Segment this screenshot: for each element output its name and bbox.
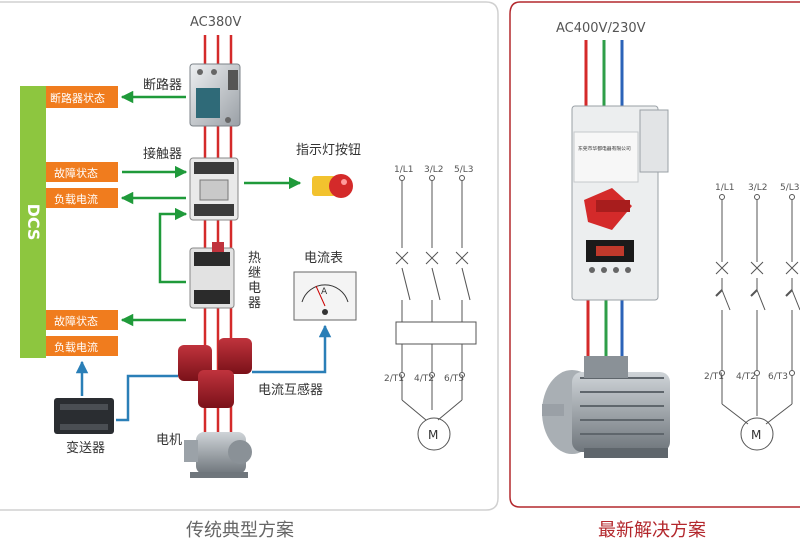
svg-text:负载电流: 负载电流 [54, 340, 98, 354]
contactor-label: 接触器 [143, 146, 182, 162]
right-caption: 最新解决方案 [598, 520, 706, 541]
blue-arrows [75, 324, 332, 422]
svg-text:故障状态: 故障状态 [54, 166, 98, 180]
thermal-relay-label-1: 热 [248, 251, 261, 266]
status-box-fault-1: 故障状态 [46, 162, 118, 182]
left-schem-bot-3: 6/T3 [444, 374, 464, 384]
cps-device [571, 105, 669, 301]
thermal-relay-label-4: 器 [248, 296, 261, 311]
left-schem-top-3: 5/L3 [454, 165, 474, 175]
status-box-breaker: 断路器状态 [46, 86, 118, 108]
status-box-load-1: 负载电流 [46, 188, 118, 208]
left-supply-label: AC380V [190, 15, 242, 30]
current-transformer-device [178, 338, 252, 408]
right-supply-label: AC400V/230V [556, 21, 646, 36]
indicator-lamp-button [312, 174, 353, 198]
status-box-fault-2: 故障状态 [46, 310, 118, 330]
transmitter-label: 变送器 [66, 440, 105, 456]
left-motor-device [184, 432, 252, 478]
indicator-label: 指示灯按钮 [296, 143, 361, 158]
ammeter-face-unit: A [321, 287, 328, 297]
right-schem-bot-1: 2/T1 [704, 372, 724, 382]
thermal-relay-label-3: 电 [248, 281, 261, 296]
left-schem-top-2: 3/L2 [424, 165, 444, 175]
right-schematic [715, 194, 800, 451]
svg-text:故障状态: 故障状态 [54, 314, 98, 328]
green-arrows [120, 90, 302, 327]
contactor-device [189, 157, 239, 221]
thermal-relay-device [189, 242, 235, 309]
left-schem-top-1: 1/L1 [394, 165, 414, 175]
right-phase-lines [584, 40, 624, 362]
ct-label: 电流互感器 [258, 382, 323, 398]
status-box-load-2: 负载电流 [46, 336, 118, 356]
right-schem-bot-3: 6/T3 [768, 372, 788, 382]
left-panel-frame [0, 1, 499, 511]
left-schem-bot-1: 2/T1 [384, 374, 404, 384]
breaker-label: 断路器 [143, 77, 182, 93]
breaker-device [189, 63, 241, 127]
left-schem-bot-2: 4/T2 [414, 374, 434, 384]
dcs-bar [20, 86, 46, 358]
thermal-relay-label-2: 继 [248, 266, 261, 281]
right-schem-motor: M [751, 428, 761, 442]
right-panel-frame [509, 1, 800, 508]
right-schem-top-2: 3/L2 [748, 183, 768, 193]
right-schem-top-1: 1/L1 [715, 183, 735, 193]
motor-label: 电机 [156, 433, 182, 448]
left-schem-motor: M [428, 428, 438, 442]
ammeter-device [293, 271, 357, 321]
svg-text:断路器状态: 断路器状态 [50, 91, 105, 105]
device-brand-text: 东莞市华都电器有限公司 [578, 145, 631, 152]
right-schem-top-3: 5/L3 [780, 183, 800, 193]
svg-text:负载电流: 负载电流 [54, 192, 98, 206]
right-motor-device [542, 356, 670, 458]
right-schem-bot-2: 4/T2 [736, 372, 756, 382]
ammeter-label: 电流表 [304, 251, 343, 266]
left-schematic [395, 175, 477, 451]
left-caption: 传统典型方案 [186, 520, 294, 541]
dcs-label: DCS [24, 204, 43, 241]
transmitter-device [54, 398, 114, 434]
